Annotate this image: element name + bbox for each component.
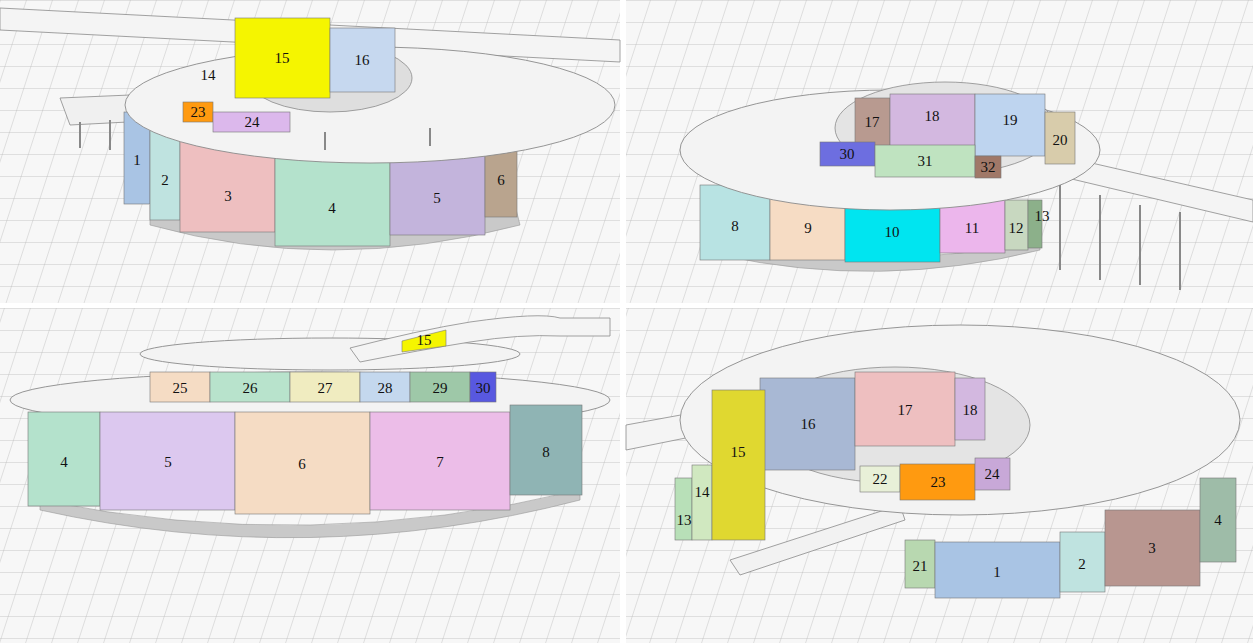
panel-number: 23 [191,105,206,120]
panel-number: 10 [885,225,900,240]
panel-number: 32 [981,160,996,175]
panel-number: 15 [275,51,290,66]
panel-number: 14 [695,485,710,500]
panel-number: 21 [913,559,928,574]
panel-number: 30 [476,381,491,396]
panel-number: 13 [1035,209,1050,224]
panel-number: 7 [436,455,444,470]
panel-number: 18 [925,109,940,124]
panel-number: 22 [873,472,888,487]
panel-number: 24 [985,467,1000,482]
panel-number: 24 [245,115,260,130]
panel-number: 2 [161,173,169,188]
panel-number: 1 [133,153,141,168]
panel-number: 14 [201,68,216,83]
panel-number: 8 [731,219,739,234]
panel-number: 19 [1003,113,1018,128]
panel-number: 4 [1214,513,1222,528]
panel-number: 25 [173,381,188,396]
panel-number: 18 [963,403,978,418]
panel-number: 29 [433,381,448,396]
panel-number: 4 [328,201,336,216]
panel-number: 23 [931,475,946,490]
panel-number: 5 [433,191,441,206]
panel-number: 3 [224,189,232,204]
panel-number: 3 [1148,541,1156,556]
panel-number: 13 [677,513,692,528]
panel-number: 2 [1078,557,1086,572]
panel-number: 30 [840,147,855,162]
panel-number: 15 [731,445,746,460]
panel-number: 11 [965,221,979,236]
panel-number: 17 [898,403,913,418]
panel-number: 26 [243,381,258,396]
panel-number: 15 [417,333,432,348]
panel-number: 5 [164,455,172,470]
panel-number: 17 [865,115,880,130]
panel-number: 9 [804,221,812,236]
panel-number: 8 [542,445,550,460]
panel-number: 4 [60,455,68,470]
panel-number: 27 [318,381,333,396]
panel-number: 31 [918,154,933,169]
panel-number: 28 [378,381,393,396]
panel-number: 20 [1053,133,1068,148]
panel-number: 16 [801,417,816,432]
panel-number: 6 [497,173,505,188]
panel-number: 16 [355,53,370,68]
panel-number: 1 [993,565,1001,580]
panel-number: 12 [1009,221,1024,236]
panel-number: 6 [298,457,306,472]
